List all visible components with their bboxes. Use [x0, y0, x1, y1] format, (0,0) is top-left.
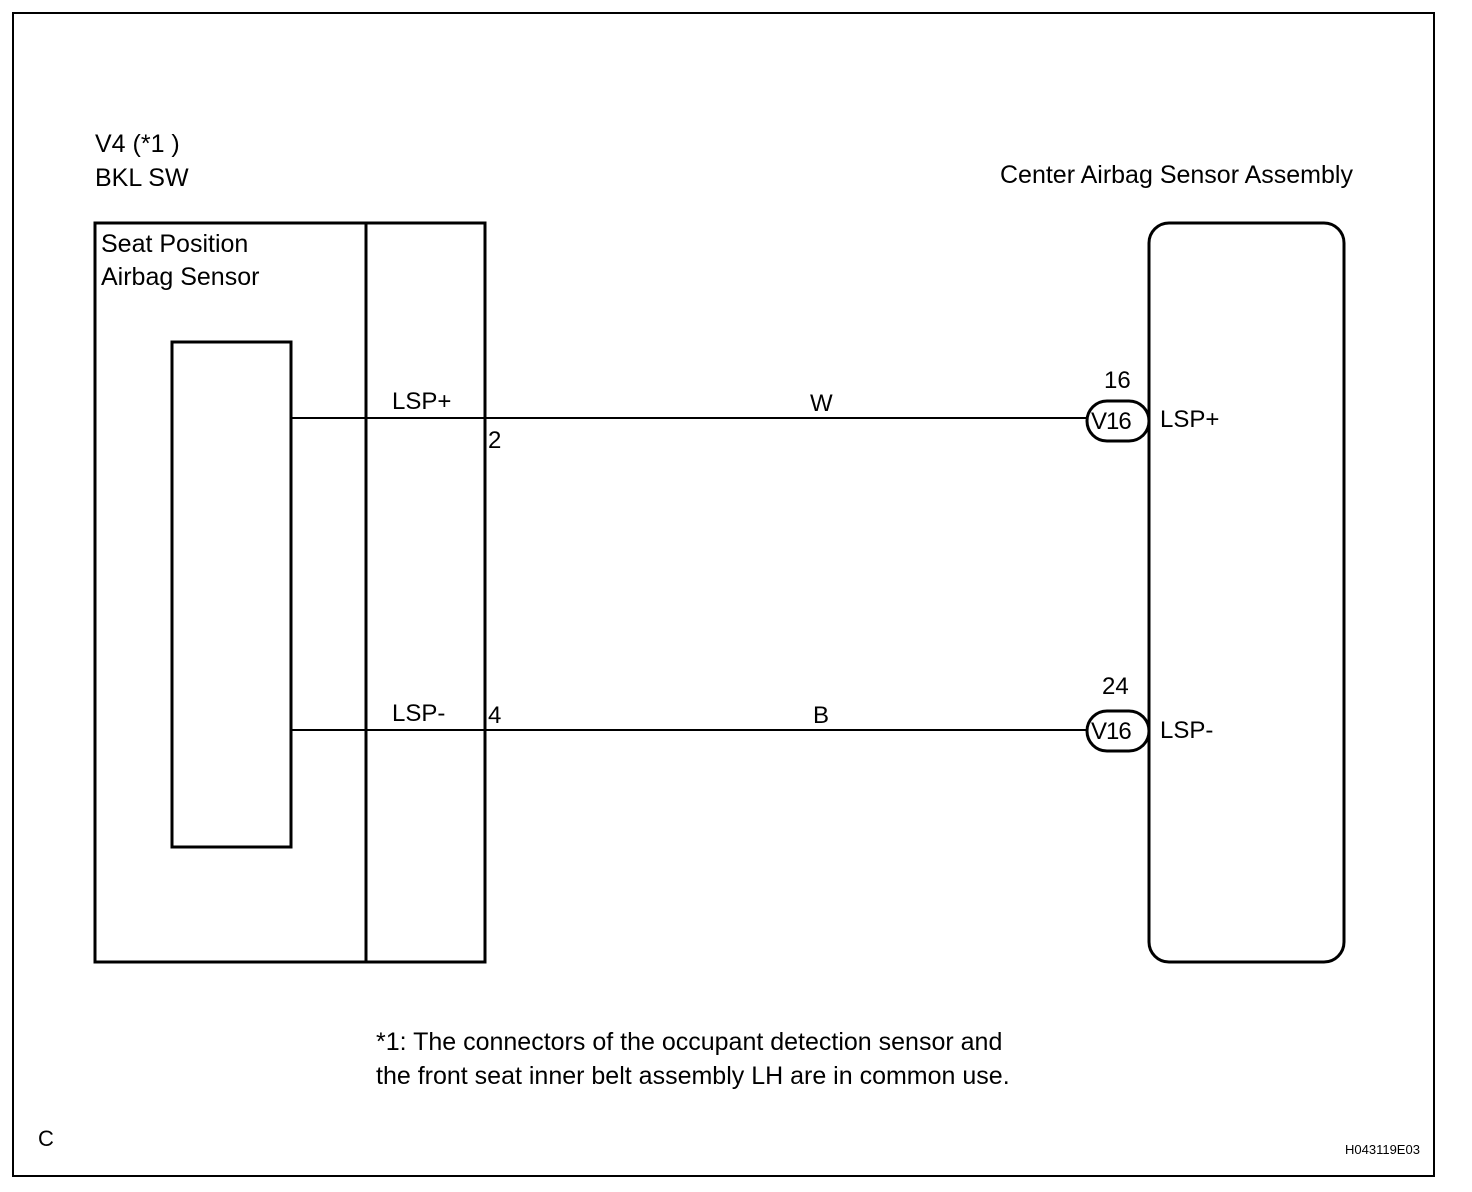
connector-label-right-1: V16 [1091, 408, 1132, 435]
sensor-element [170, 340, 293, 849]
outer-frame [12, 12, 1435, 1177]
connector-v16-oval-1 [1085, 399, 1151, 443]
signal-label-right-1: LSP+ [1160, 406, 1220, 433]
signal-label-left-1: LSP+ [392, 388, 452, 415]
footnote-line2: the front seat inner belt assembly LH ar… [376, 1062, 1010, 1090]
pin-number-right-1: 16 [1104, 367, 1131, 394]
wire-color-label-2: B [813, 702, 830, 729]
connector-v16-oval-2 [1085, 709, 1151, 753]
footnote-line1: *1: The connectors of the occupant detec… [376, 1028, 1003, 1056]
sensor-title-line1: Seat Position [101, 230, 249, 258]
connector-code: V4 (*1 ) [95, 130, 180, 158]
pin-number-left-2: 4 [488, 702, 502, 729]
sensor-title-line2: Airbag Sensor [101, 263, 260, 291]
sensor-block [93, 221, 487, 964]
connector-label-right-2: V16 [1091, 718, 1132, 745]
signal-label-right-2: LSP- [1160, 717, 1214, 744]
corner-code: C [38, 1126, 54, 1151]
ecu-block [1147, 221, 1346, 964]
pin-number-right-2: 24 [1102, 673, 1129, 700]
signal-label-left-2: LSP- [392, 700, 446, 727]
pin-number-left-1: 2 [488, 427, 502, 454]
ecu-title: Center Airbag Sensor Assembly [1000, 161, 1353, 189]
figure-id: H043119E03 [1345, 1142, 1420, 1157]
wire-color-label-1: W [810, 390, 833, 417]
connector-name: BKL SW [95, 164, 189, 192]
